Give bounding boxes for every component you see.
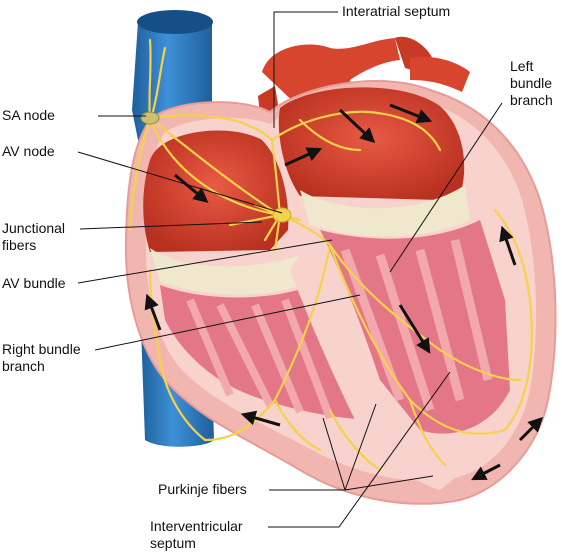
- leader-interatrial-septum: [273, 11, 338, 128]
- leader-right-bundle-branch: [94, 294, 361, 351]
- leader-left-bundle-branch: [389, 102, 503, 273]
- label-interventricular-septum-line2: septum: [150, 535, 196, 551]
- label-av-node: AV node: [2, 143, 55, 159]
- arrow-left-atrium-1: [338, 108, 376, 144]
- label-interatrial-septum: Interatrial septum: [342, 3, 451, 19]
- label-junctional-fibers-line1: Junctional: [2, 220, 66, 236]
- label-right-bundle-branch-line2: branch: [2, 358, 45, 374]
- leader-av-bundle: [77, 239, 333, 284]
- label-interventricular-septum-line1: Interventricular: [150, 518, 243, 534]
- leader-av-node: [77, 151, 283, 214]
- arrow-right-bottom: [240, 410, 281, 427]
- leader-purkinje-fibers-3: [344, 403, 377, 491]
- label-purkinje-fibers: Purkinje fibers: [158, 481, 247, 497]
- right-atrium: [143, 130, 289, 252]
- impulse-direction-arrows: [144, 103, 544, 481]
- leader-purkinje-fibers-2: [322, 417, 346, 491]
- label-leader-lines: [77, 11, 503, 528]
- aorta: [262, 36, 470, 108]
- label-junctional-fibers-line2: fibers: [2, 237, 37, 253]
- sa-node-marker: [140, 111, 160, 125]
- arrow-septum-down: [398, 304, 431, 354]
- arrow-right-wall-up: [144, 293, 162, 331]
- label-left-bundle-branch-line2: bundle: [510, 75, 553, 91]
- av-node-marker: [272, 207, 292, 223]
- interventricular-septum-wall: [290, 255, 455, 490]
- arrow-left-wall-up: [499, 225, 517, 266]
- label-sa-node: SA node: [2, 107, 55, 123]
- label-left-bundle-branch-line3: branch: [510, 92, 553, 108]
- arrow-apex-2: [518, 416, 544, 442]
- label-av-bundle: AV bundle: [2, 275, 66, 291]
- arrow-right-atrium: [174, 173, 209, 203]
- right-ventricle-muscle: [160, 285, 380, 420]
- leader-junctional-fibers: [79, 221, 263, 230]
- mitral-valve: [300, 185, 470, 237]
- arrow-left-atrium-2: [389, 103, 433, 124]
- tricuspid-valve: [150, 248, 302, 295]
- arrow-apex-1: [471, 463, 501, 481]
- label-right-bundle-branch-line1: Right bundle: [2, 341, 81, 357]
- arrow-atrial-cross: [284, 147, 323, 167]
- leader-purkinje-fibers-4: [344, 475, 434, 491]
- label-left-bundle-branch-line1: Left: [510, 58, 534, 74]
- leader-interventricular-septum: [268, 371, 451, 528]
